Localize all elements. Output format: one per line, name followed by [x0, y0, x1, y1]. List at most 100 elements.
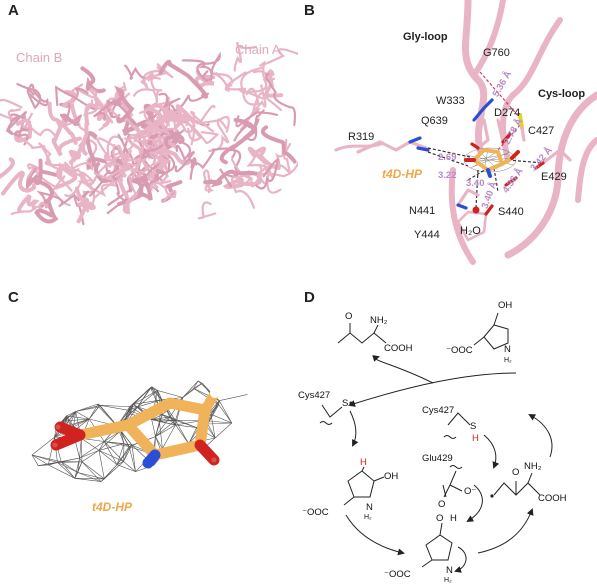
panel-d-label: D — [304, 289, 315, 306]
mesh-line — [210, 404, 219, 415]
mesh-line — [88, 403, 99, 420]
protein-dimer-ribbon: Chain B Chain A — [0, 41, 298, 226]
hydroxyproline-intermediate — [343, 466, 385, 506]
mesh-line — [60, 461, 76, 479]
bottom-nitrogen: N — [446, 565, 453, 576]
right-amine: NH₂ — [524, 461, 542, 472]
distance-label: 3.42 Å — [528, 145, 555, 174]
ribbon-segment — [38, 142, 63, 181]
ribbon-segment — [93, 158, 124, 184]
ribbon-segment — [80, 103, 99, 156]
mesh-line — [116, 444, 133, 465]
mesh-line — [219, 394, 248, 401]
mesh-line — [207, 404, 219, 425]
cycle-arrow — [345, 514, 405, 556]
mesh-line — [151, 386, 158, 391]
mesh-line — [77, 457, 80, 473]
bottom-carboxylate: ⁻OOC — [384, 569, 411, 580]
hat-back-arrow — [483, 434, 500, 469]
mesh-line — [131, 445, 136, 472]
mesh-line — [75, 403, 99, 412]
ribbon-segment — [197, 201, 217, 220]
ribbon-segment — [260, 125, 297, 164]
mesh-line — [98, 443, 125, 451]
mesh-line — [88, 406, 100, 420]
cys-loop-ribbon — [504, 91, 597, 259]
mesh-line — [31, 454, 39, 466]
mesh-line — [188, 427, 197, 444]
ribbon-segment — [1, 170, 37, 196]
ribbon-segment — [142, 63, 174, 87]
mesh-line — [169, 416, 197, 428]
c427-sulfur — [518, 113, 524, 130]
ribbon-segment — [259, 160, 298, 184]
ribbon-segment — [104, 144, 127, 162]
hydroxyl-label: OH — [498, 300, 512, 311]
bottom-oxygen: O — [436, 513, 443, 524]
carboxyl-label: COOH — [384, 343, 413, 354]
mesh-line — [103, 441, 124, 462]
mesh-line — [162, 424, 176, 449]
mesh-line — [175, 420, 189, 444]
mesh-line — [137, 390, 158, 408]
mesh-line — [38, 464, 49, 466]
mesh-line — [133, 390, 158, 405]
ring-nitrogen: N — [504, 344, 511, 355]
mesh-line — [74, 478, 102, 482]
mesh-line — [182, 380, 199, 398]
ribbon-segment — [147, 92, 170, 130]
glu-oxyanion: O⁻ — [464, 486, 476, 497]
ribbon-segment — [269, 143, 292, 175]
mesh-line — [98, 441, 105, 451]
mesh-line — [57, 462, 78, 473]
panel-c-label: C — [8, 289, 19, 306]
substrate-hydroxyproline — [473, 312, 509, 350]
mesh-line — [31, 454, 62, 462]
intermediate-hydroxyl: OH — [384, 471, 398, 482]
ribbon-segment — [74, 186, 96, 224]
thiol-sulfur-right: S — [470, 421, 476, 432]
panel-a: A Chain B Chain A — [0, 0, 298, 285]
density-map: t4D-HP — [31, 376, 248, 514]
ribbon-segment — [265, 73, 297, 127]
ribbon-segment — [64, 173, 117, 198]
distance-label: 2.69 — [438, 152, 457, 163]
ribbon-segment — [131, 177, 153, 201]
ribbon-segment — [110, 162, 131, 183]
ribbon-segment — [82, 97, 114, 124]
mesh-line — [98, 450, 124, 462]
ribbon-segment — [62, 90, 80, 123]
mesh-line — [162, 414, 170, 418]
mesh-line — [151, 419, 156, 437]
mesh-line — [81, 438, 100, 451]
ketone-oxygen: O — [345, 311, 352, 322]
gly-loop-ribbon — [462, 0, 488, 154]
mesh-line — [98, 450, 105, 479]
mesh-line — [48, 461, 62, 466]
ribbon-segment — [242, 109, 265, 142]
mesh-line — [128, 446, 136, 472]
mesh-line — [79, 450, 100, 459]
ribbon-segment — [211, 71, 247, 92]
ribbon-segment — [171, 128, 192, 161]
ribbon-segment — [68, 149, 94, 171]
bottom-hydrogen: H — [450, 513, 457, 524]
ribbon-segment — [10, 202, 53, 216]
mesh-line — [197, 380, 203, 384]
ribbon-segment — [55, 85, 96, 110]
cycle-arrow — [372, 355, 434, 384]
ribbon-segment — [231, 170, 255, 209]
mesh-line — [104, 441, 133, 446]
ribbon-segment — [219, 118, 256, 165]
residue-g760: G760 — [483, 47, 510, 59]
distance-label: 4.36 Å — [500, 166, 525, 195]
ribbon-segment — [174, 150, 198, 173]
radical-dot — [349, 401, 353, 405]
ribbon-segment — [93, 151, 125, 181]
mesh-line — [214, 422, 233, 439]
mesh-line — [75, 411, 90, 420]
glu429-carboxylate — [442, 465, 463, 498]
ketone-radical-product — [493, 472, 541, 496]
mesh-line — [79, 438, 82, 459]
intermediate-carboxylate: ⁻OOC — [302, 507, 329, 518]
